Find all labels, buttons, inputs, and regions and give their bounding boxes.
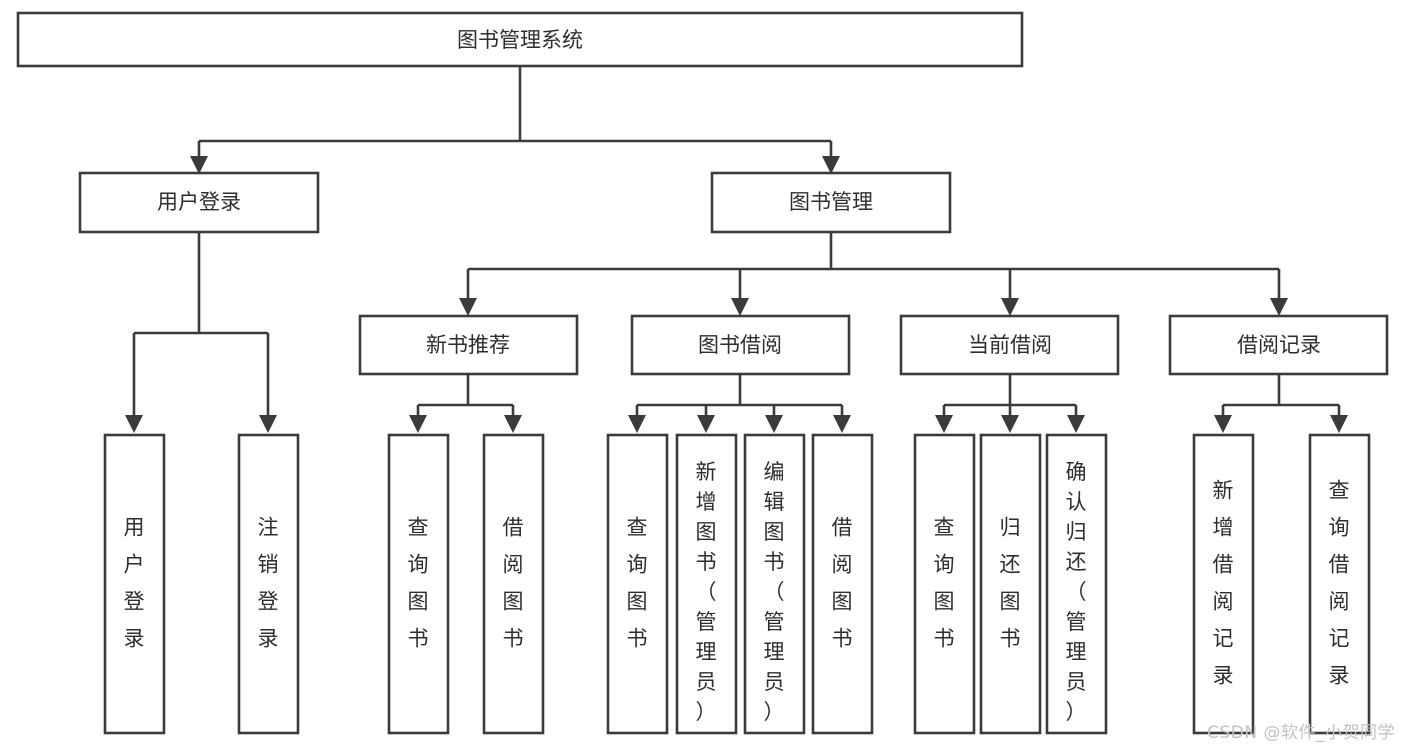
arrowhead-borrow-record (1270, 298, 1288, 316)
arrowhead-leaf-logout-login (259, 415, 277, 433)
node-leaf-query-record-box[interactable] (1308, 433, 1371, 735)
node-leaf-confirm-return-box[interactable] (1045, 433, 1108, 735)
node-book-borrow[interactable]: 图书借阅 (630, 314, 851, 376)
node-leaf-return-book[interactable]: 归还图书 (979, 433, 1042, 735)
node-root-label: 图书管理系统 (457, 28, 583, 52)
node-leaf-user-login-box[interactable] (103, 433, 166, 735)
node-leaf-logout-login[interactable]: 注销登录 (237, 433, 300, 735)
connector-userlogin-to-leaves (132, 232, 270, 419)
node-user-login-box[interactable] (78, 171, 320, 234)
node-borrow-record-label: 借阅记录 (1237, 333, 1321, 357)
node-leaf-borrow-book-1-box[interactable] (482, 433, 545, 735)
connector-newbook-to-leaves (416, 374, 515, 419)
node-leaf-return-book-box[interactable] (979, 433, 1042, 735)
arrowhead-new-book-rec (459, 298, 477, 316)
arrowhead-leaf-edit-book (765, 415, 783, 433)
node-root-box[interactable] (16, 11, 1024, 68)
arrowhead-leaf-borrow-book-2 (833, 415, 851, 433)
arrowhead-leaf-add-record (1214, 415, 1232, 433)
node-leaf-logout-login-box[interactable] (237, 433, 300, 735)
node-leaf-confirm-return[interactable]: 确认归还（管理员） (1045, 433, 1108, 735)
node-leaf-return-book-label: 归还图书 (1000, 516, 1021, 651)
node-leaf-borrow-book-1[interactable]: 借阅图书 (482, 433, 545, 735)
node-leaf-edit-book-label: 编辑图书（管理员） (764, 460, 785, 724)
node-current-borrow[interactable]: 当前借阅 (899, 314, 1120, 376)
node-leaf-borrow-book-2[interactable]: 借阅图书 (811, 433, 874, 735)
node-leaf-edit-book[interactable]: 编辑图书（管理员） (743, 433, 806, 735)
node-book-manage-label: 图书管理 (789, 190, 873, 214)
node-leaf-borrow-book-1-label: 借阅图书 (503, 516, 524, 651)
node-leaf-edit-book-box[interactable] (743, 433, 806, 735)
arrowhead-leaf-query-book-3 (935, 415, 953, 433)
node-leaf-query-book-1[interactable]: 查询图书 (387, 433, 450, 735)
node-leaf-query-book-2-label: 查询图书 (627, 516, 648, 651)
node-leaf-query-book-3-box[interactable] (913, 433, 976, 735)
arrowhead-leaf-return-book (1001, 415, 1019, 433)
arrowhead-leaf-user-login (125, 415, 143, 433)
node-new-book-rec-label: 新书推荐 (426, 333, 510, 357)
node-leaf-query-book-3-label: 查询图书 (934, 516, 955, 651)
node-book-borrow-label: 图书借阅 (698, 333, 782, 357)
connector-currentborrow-to-leaves (942, 374, 1078, 419)
arrowhead-current-borrow (1001, 298, 1019, 316)
node-borrow-record-box[interactable] (1168, 314, 1389, 376)
node-leaf-query-book-2[interactable]: 查询图书 (606, 433, 669, 735)
arrowhead-leaf-add-book (697, 415, 715, 433)
node-leaf-query-book-1-box[interactable] (387, 433, 450, 735)
node-leaf-query-record[interactable]: 查询借阅记录 (1308, 433, 1371, 735)
node-user-login-label: 用户登录 (157, 190, 241, 214)
node-book-borrow-box[interactable] (630, 314, 851, 376)
connector-borrowrecord-to-leaves (1221, 374, 1341, 419)
arrowhead-leaf-query-record (1330, 415, 1348, 433)
node-new-book-rec-box[interactable] (358, 314, 579, 376)
node-book-manage[interactable]: 图书管理 (710, 171, 952, 234)
node-current-borrow-box[interactable] (899, 314, 1120, 376)
arrowhead-book-borrow (731, 298, 749, 316)
node-leaf-borrow-book-2-box[interactable] (811, 433, 874, 735)
node-leaf-query-book-3[interactable]: 查询图书 (913, 433, 976, 735)
node-leaf-add-book-box[interactable] (675, 433, 738, 735)
connector-bookborrow-to-leaves (635, 374, 844, 419)
connector-root-to-level1 (197, 66, 833, 160)
node-leaf-add-record-label: 新增借阅记录 (1213, 479, 1234, 688)
arrowhead-book-manage (822, 156, 840, 174)
node-leaf-add-record-box[interactable] (1192, 433, 1255, 735)
node-current-borrow-label: 当前借阅 (968, 333, 1052, 357)
node-leaf-query-record-label: 查询借阅记录 (1329, 479, 1350, 688)
node-user-login[interactable]: 用户登录 (78, 171, 320, 234)
node-leaf-user-login-label: 用户登录 (124, 516, 145, 651)
arrowhead-leaf-query-book-1 (409, 415, 427, 433)
connector-layer (125, 66, 1348, 433)
node-leaf-user-login[interactable]: 用户登录 (103, 433, 166, 735)
node-borrow-record[interactable]: 借阅记录 (1168, 314, 1389, 376)
node-leaf-add-book[interactable]: 新增图书（管理员） (675, 433, 738, 735)
node-book-manage-box[interactable] (710, 171, 952, 234)
node-leaf-logout-login-label: 注销登录 (258, 516, 279, 651)
arrowhead-user-login (190, 156, 208, 174)
csdn-watermark: CSDN @软件_小贺同学 (1207, 723, 1395, 743)
node-leaf-add-book-label: 新增图书（管理员） (696, 460, 717, 724)
arrowhead-leaf-query-book-2 (628, 415, 646, 433)
node-leaf-query-book-1-label: 查询图书 (408, 516, 429, 651)
connector-bookmanage-to-level2 (466, 232, 1281, 302)
node-leaf-query-book-2-box[interactable] (606, 433, 669, 735)
arrowhead-leaf-borrow-book-1 (504, 415, 522, 433)
node-new-book-rec[interactable]: 新书推荐 (358, 314, 579, 376)
node-root[interactable]: 图书管理系统 (16, 11, 1024, 68)
node-leaf-confirm-return-label: 确认归还（管理员） (1066, 460, 1087, 724)
node-leaf-borrow-book-2-label: 借阅图书 (832, 516, 853, 651)
arrowhead-leaf-confirm-return (1067, 415, 1085, 433)
node-leaf-add-record[interactable]: 新增借阅记录 (1192, 433, 1255, 735)
